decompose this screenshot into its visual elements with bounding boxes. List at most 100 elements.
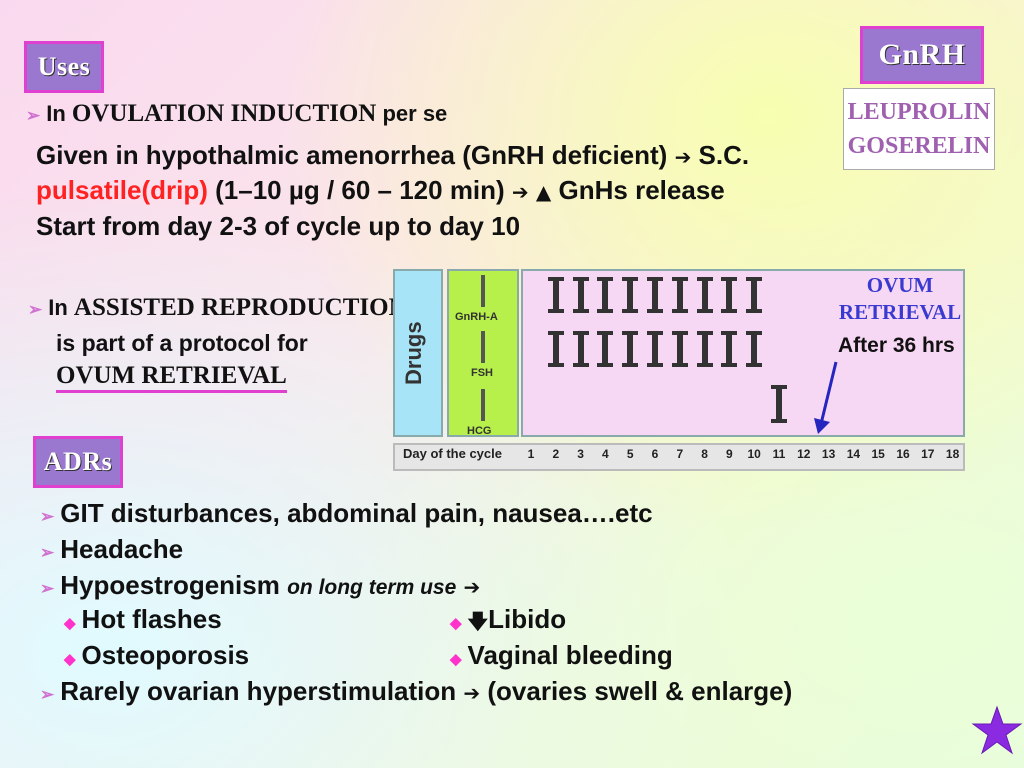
injection-mark-fsh	[696, 331, 713, 367]
assisted-heading: ASSISTED REPRODUCTION	[73, 294, 407, 321]
arrow-bullet-icon: ➢	[28, 300, 43, 319]
gnrh-a-indicator	[481, 275, 485, 307]
ovulation-line-1: Given in hypothalmic amenorrhea (GnRH de…	[36, 140, 749, 171]
adr-item-hypo: ➢ Hypoestrogenism on long term use ➔	[40, 570, 480, 601]
diamond-icon: ◆	[64, 615, 76, 632]
diamond-icon: ◆	[450, 615, 462, 632]
arrow-bullet-icon: ➢	[40, 685, 55, 704]
adr-sub-libido: ◆🡇Libido	[450, 604, 566, 641]
adr-item-hypo-text: Hypoestrogenism	[60, 570, 288, 600]
day-tick-label: 16	[896, 447, 910, 461]
adr-sub-osteo: ◆ Osteoporosis	[64, 640, 249, 671]
adr-sub-vaginal-text: Vaginal bleeding	[467, 640, 673, 670]
assisted-heading-line: ➢In ASSISTED REPRODUCTION	[28, 294, 407, 322]
injection-mark-gnrh-a	[547, 277, 564, 313]
arrow-bullet-icon: ➢	[40, 579, 55, 598]
day-tick-label: 6	[651, 447, 659, 461]
injection-mark-fsh	[671, 331, 688, 367]
ovulation-line-2: pulsatile(drip) (1–10 µg / 60 – 120 min)…	[36, 175, 725, 206]
adr-item-git: ➢GIT disturbances, abdominal pain, nause…	[40, 498, 653, 529]
ovulation-text-1: Given in hypothalmic amenorrhea (GnRH de…	[36, 140, 675, 170]
gnrh-a-label: GnRH-A	[455, 311, 498, 323]
injection-mark-gnrh-a	[597, 277, 614, 313]
day-tick-label: 17	[921, 447, 935, 461]
right-arrow-icon: ➔	[463, 575, 481, 599]
ovulation-suffix: per se	[376, 101, 448, 126]
injection-mark-fsh	[721, 331, 738, 367]
ovulation-heading-line: ➢In OVULATION INDUCTION per se	[26, 100, 447, 128]
day-tick-label: 3	[577, 447, 584, 461]
hcg-label: HCG	[467, 425, 492, 437]
right-arrow-icon: ➔	[674, 145, 692, 169]
drug-goserelin: GOSERELIN	[847, 133, 991, 159]
adr-sub-hot-text: Hot flashes	[81, 604, 222, 634]
day-tick-label: 11	[772, 447, 786, 461]
injection-mark-fsh	[572, 331, 589, 367]
injection-mark-gnrh-a	[746, 277, 763, 313]
adr-item-git-text: GIT disturbances, abdominal pain, nausea…	[60, 498, 653, 528]
adr-sub-libido-text: Libido	[488, 604, 567, 634]
arrow-bullet-icon: ➢	[40, 543, 55, 562]
adr-sub-osteo-text: Osteoporosis	[81, 640, 250, 670]
diamond-icon: ◆	[450, 651, 462, 668]
day-tick-label: 14	[846, 447, 861, 461]
adr-item-ohss-text: Rarely ovarian hyperstimulation	[60, 676, 464, 706]
injection-mark-gnrh-a	[671, 277, 688, 313]
day-tick-label: 5	[626, 447, 634, 461]
adr-item-ohss-end: (ovaries swell & enlarge)	[480, 676, 793, 706]
drugs-panel	[393, 269, 443, 437]
star-icon[interactable]	[970, 704, 1024, 758]
injection-mark-fsh	[647, 331, 663, 367]
ovum-retrieval-underlined: OVUM RETRIEVAL	[56, 362, 287, 393]
drugs-label: Drugs	[401, 321, 426, 385]
day-tick-label: 15	[871, 447, 885, 461]
pulsatile-text: pulsatile(drip)	[36, 175, 208, 205]
axis-bar	[393, 443, 965, 471]
day-tick-label: 2	[552, 447, 560, 461]
ovum-annotation-line-1: OVUM	[866, 273, 934, 297]
injection-mark-gnrh-a	[622, 277, 639, 313]
injection-mark-hcg	[771, 385, 787, 423]
right-arrow-icon: ➔	[511, 180, 529, 204]
day-tick-label: 7	[676, 447, 684, 461]
ovulation-prefix: In	[46, 101, 72, 126]
injection-mark-fsh	[547, 331, 564, 367]
ovulation-dose-text: (1–10 µg / 60 – 120 min)	[207, 175, 512, 205]
adr-item-hypo-italic: on long term use	[287, 576, 457, 599]
day-tick-label: 18	[945, 447, 960, 461]
adrs-title: ADRs	[33, 436, 123, 488]
injection-mark-gnrh-a	[696, 277, 713, 313]
gnhs-release-text: GnHs release	[551, 175, 725, 205]
after-36-hrs: After 36 hrs	[838, 334, 955, 357]
up-arrow-icon: ▲	[535, 180, 552, 204]
injection-mark-fsh	[597, 331, 614, 367]
fsh-label: FSH	[471, 367, 493, 379]
day-tick-label: 1	[527, 447, 535, 461]
ovum-annotation: OVUM RETRIEVAL	[836, 272, 964, 326]
drug-list-box: LEUPROLIN GOSERELIN	[843, 88, 995, 170]
adr-sub-hot: ◆ Hot flashes	[64, 604, 222, 635]
gnrh-title: GnRH	[860, 26, 984, 84]
injection-mark-gnrh-a	[647, 277, 663, 313]
cycle-panel	[521, 269, 965, 437]
injection-mark-gnrh-a	[721, 277, 738, 313]
fsh-indicator	[481, 331, 485, 363]
injection-mark-fsh	[746, 331, 763, 367]
assisted-line-2: is part of a protocol for	[56, 330, 308, 356]
drug-leuprolin: LEUPROLIN	[847, 99, 991, 125]
day-tick-label: 13	[821, 447, 836, 461]
day-tick-label: 10	[747, 447, 761, 461]
ovulation-line-3: Start from day 2-3 of cycle up to day 10	[36, 211, 521, 241]
adr-sub-vaginal: ◆ Vaginal bleeding	[450, 640, 673, 671]
day-tick-label: 4	[602, 447, 609, 461]
diamond-icon: ◆	[64, 651, 76, 668]
annotation-arrow	[814, 361, 838, 434]
right-arrow-icon: ➔	[463, 681, 481, 705]
day-tick-label: 9	[726, 447, 733, 461]
arrow-bullet-icon: ➢	[26, 106, 41, 125]
day-tick-label: 12	[797, 447, 811, 461]
ovulation-text-1-end: S.C.	[691, 140, 750, 170]
axis-label: Day of the cycle	[403, 446, 502, 461]
adr-item-headache-text: Headache	[60, 534, 184, 564]
